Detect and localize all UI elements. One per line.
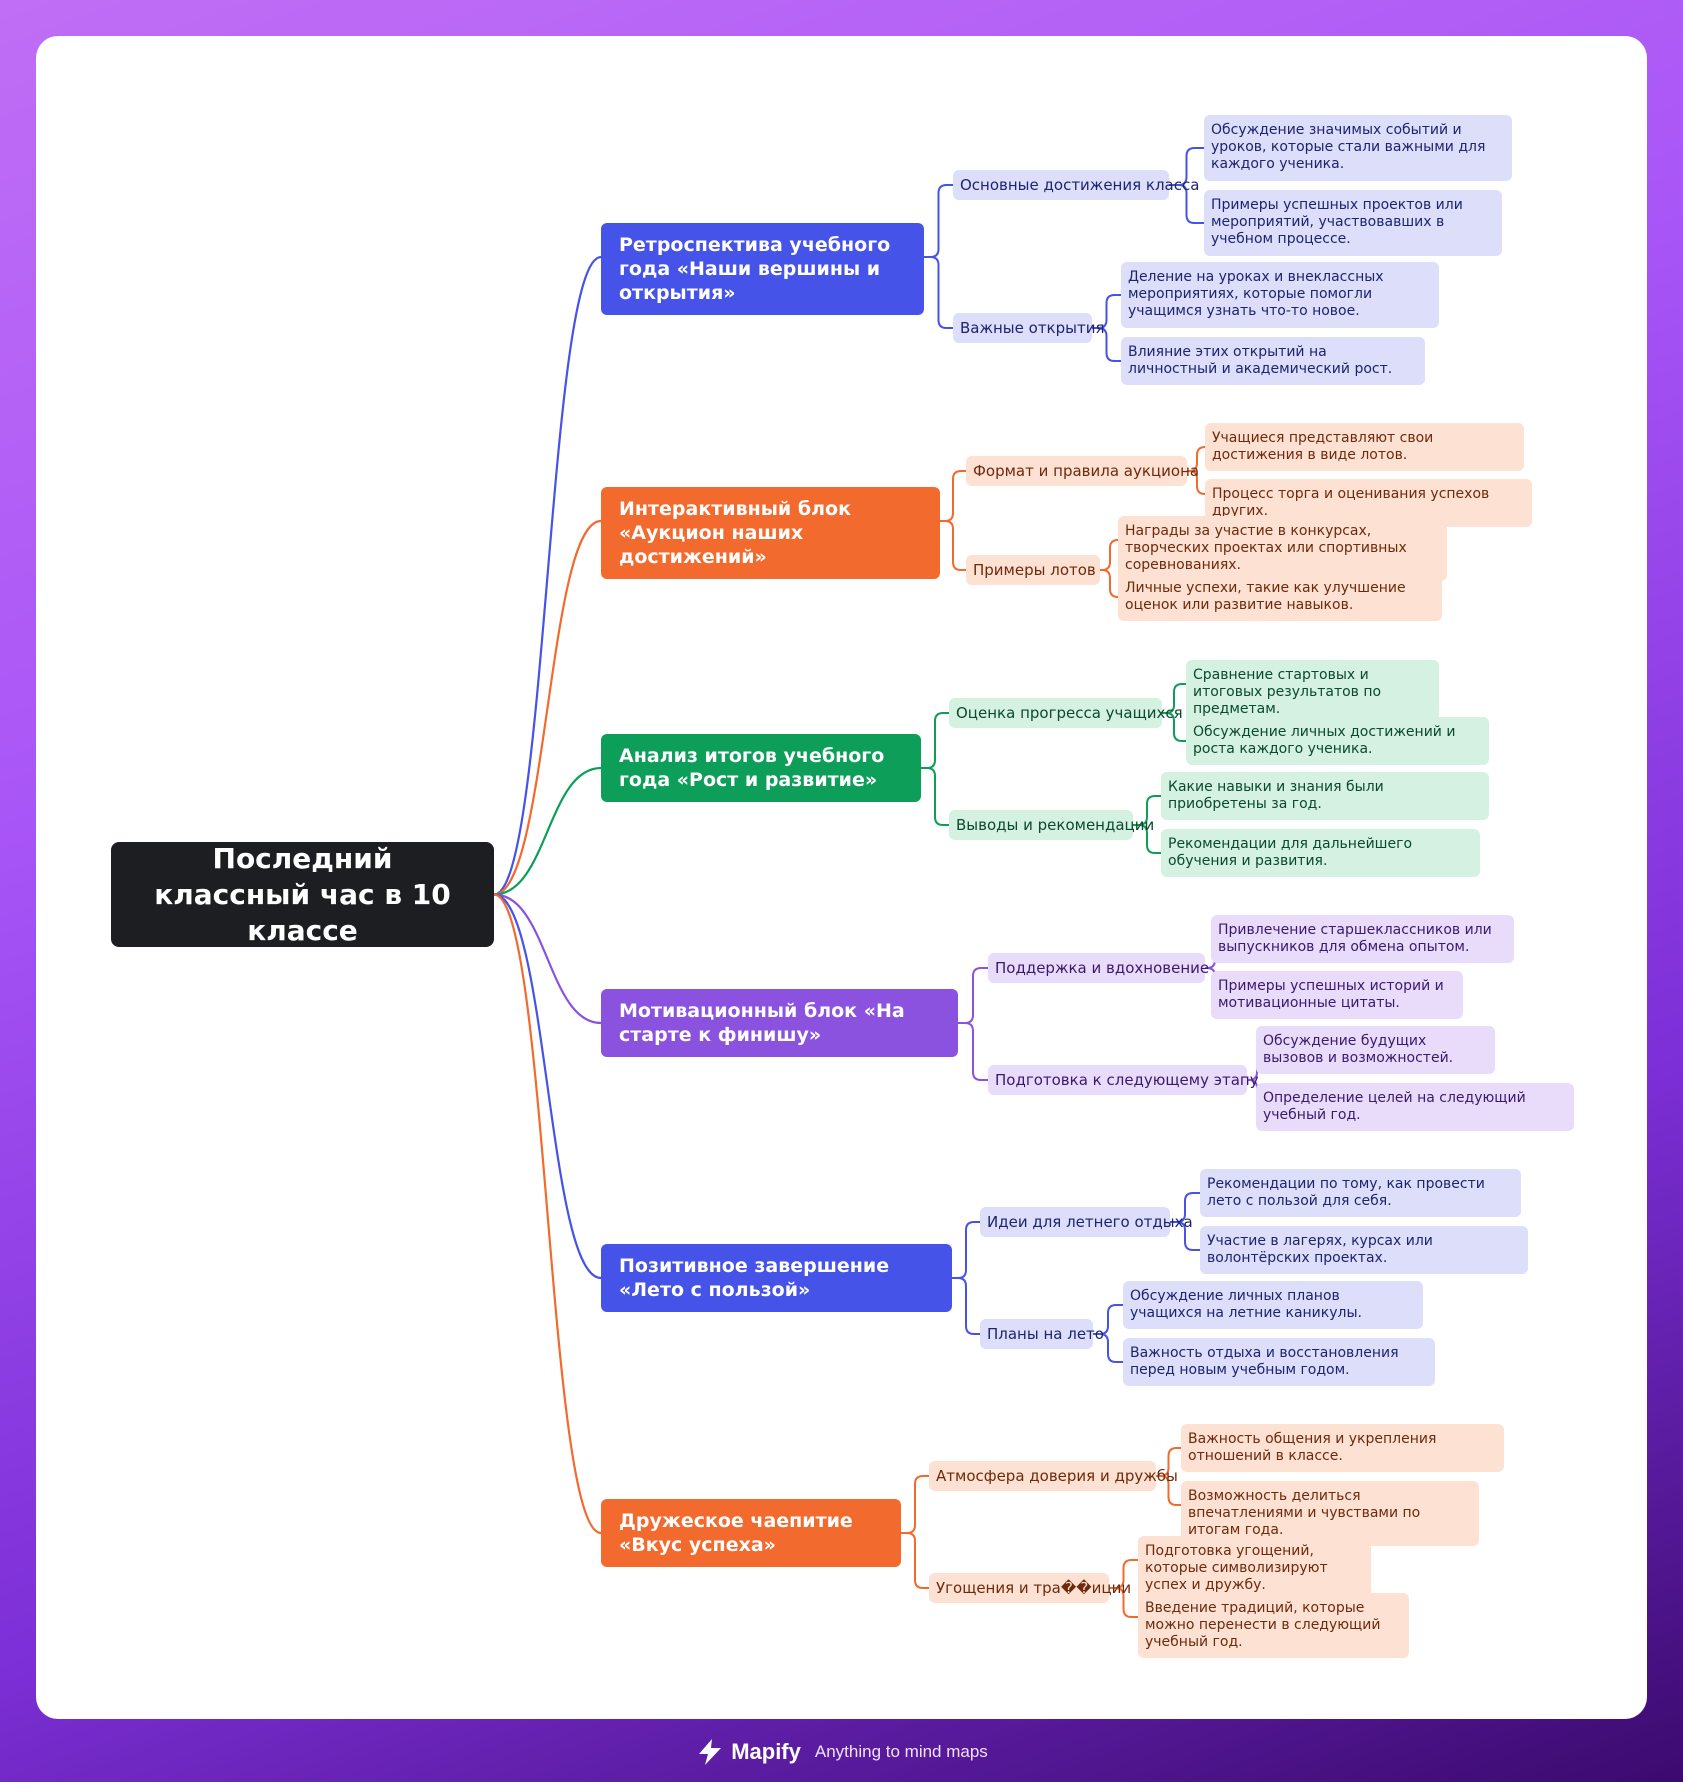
leaf-node[interactable]: Возможность делиться впечатлениями и чув… [1181,1481,1479,1546]
subtopic-connector [958,967,988,1024]
leaf-node[interactable]: Примеры успешных историй и мотивационные… [1211,971,1463,1019]
subtopic-connector [921,767,949,826]
leaf-node[interactable]: Деление на уроках и внеклассных мероприя… [1121,262,1439,328]
subtopic-node[interactable]: Подготовка к следующему этапу [988,1065,1259,1095]
leaf-node[interactable]: Введение традиций, которые можно перенес… [1138,1593,1409,1658]
subtopic-connector [940,470,966,522]
leaf-node[interactable]: Личные успехи, такие как улучшение оцено… [1118,573,1442,621]
subtopic-connector [901,1475,929,1534]
leaf-node[interactable]: Обсуждение личных планов учащихся на лет… [1123,1281,1423,1329]
leaf-connector [1100,539,1119,571]
leaf-node[interactable]: Обсуждение личных достижений и роста каж… [1186,717,1489,765]
subtopic-node[interactable]: Выводы и рекомендации [949,810,1154,840]
brand-tagline: Anything to mind maps [814,1742,988,1761]
subtopic-connector [921,712,949,769]
subtopic-connector [924,184,953,258]
subtopic-node[interactable]: Примеры лотов [966,555,1100,585]
subtopic-node[interactable]: Идеи для летнего отдыха [980,1207,1193,1237]
leaf-connector [1162,712,1186,742]
leaf-node[interactable]: Обсуждение значимых событий и уроков, ко… [1204,115,1512,181]
branch-connector [493,893,602,1025]
subtopic-connector [952,1277,980,1335]
leaf-node[interactable]: Определение целей на следующий учебный г… [1256,1083,1574,1131]
lightning-icon [699,1739,722,1765]
leaf-node[interactable]: Сравнение стартовых и итоговых результат… [1186,660,1439,725]
leaf-connector [1156,1475,1181,1506]
leaf-node[interactable]: Важность общения и укрепления отношений … [1181,1424,1504,1472]
leaf-connector [1169,184,1204,224]
branch-connector [493,519,602,896]
subtopic-node[interactable]: Основные достижения класса [953,170,1199,200]
leaf-node[interactable]: Рекомендации по тому, как провести лето … [1200,1169,1521,1217]
branch-node[interactable]: Интерактивный блок «Аукцион наших достиж… [601,487,940,579]
footer: Mapify Anything to mind maps [0,1736,1683,1768]
branch-node[interactable]: Дружеское чаепитие «Вкус успеха» [601,1499,901,1567]
leaf-connector [1133,824,1161,854]
subtopic-connector [924,256,953,329]
brand-logo[interactable]: Mapify [695,1737,801,1767]
branch-connector [493,255,602,896]
branch-connector [493,893,602,1535]
branch-node[interactable]: Анализ итогов учебного года «Рост и разв… [601,734,921,802]
branch-node[interactable]: Мотивационный блок «На старте к финишу» [601,989,958,1057]
leaf-connector [1187,470,1206,495]
branch-node[interactable]: Ретроспектива учебного года «Наши вершин… [601,223,924,315]
leaf-connector [1092,327,1121,362]
subtopic-node[interactable]: Угощения и тра��иции [929,1573,1131,1603]
subtopic-node[interactable]: Атмосфера доверия и дружбы [929,1461,1178,1491]
leaf-node[interactable]: Подготовка угощений, которые символизиру… [1138,1536,1371,1601]
leaf-connector [1093,1333,1123,1363]
leaf-node[interactable]: Какие навыки и знания были приобретены з… [1161,772,1489,820]
leaf-node[interactable]: Рекомендации для дальнейшего обучения и … [1161,829,1480,877]
leaf-node[interactable]: Влияние этих открытий на личностный и ак… [1121,337,1425,385]
subtopic-node[interactable]: Формат и правила аукциона [966,456,1199,486]
mind-map-canvas: Последний классный час в 10 классе Ретро… [36,36,1647,1719]
connector-lines [493,147,1266,1618]
leaf-node[interactable]: Учащиеся представляют свои достижения в … [1205,423,1524,471]
leaf-node[interactable]: Важность отдыха и восстановления перед н… [1123,1338,1435,1386]
branch-connector [493,893,602,1280]
subtopic-connector [952,1221,980,1279]
leaf-node[interactable]: Награды за участие в конкурсах, творческ… [1118,516,1447,581]
subtopic-connector [940,520,966,571]
brand-name: Mapify [731,1739,801,1764]
leaf-node[interactable]: Примеры успешных проектов или мероприяти… [1204,190,1502,256]
subtopic-connector [958,1022,988,1081]
leaf-node[interactable]: Обсуждение будущих вызовов и возможносте… [1256,1026,1495,1074]
leaf-connector [1100,569,1119,598]
branch-connector [493,766,602,896]
branch-node[interactable]: Позитивное завершение «Лето с пользой» [601,1244,952,1312]
subtopic-connector [901,1532,929,1589]
subtopic-node[interactable]: Поддержка и вдохновение [988,953,1209,983]
leaf-node[interactable]: Привлечение старшеклассников или выпускн… [1211,915,1514,963]
subtopic-node[interactable]: Оценка прогресса учащихся [949,698,1183,728]
leaf-connector [1170,1221,1200,1251]
leaf-node[interactable]: Участие в лагерях, курсах или волонтёрск… [1200,1226,1528,1274]
subtopic-node[interactable]: Планы на лето [980,1319,1104,1349]
leaf-connector [1109,1587,1138,1618]
root-node[interactable]: Последний классный час в 10 классе [111,842,494,947]
subtopic-node[interactable]: Важные открытия [953,313,1105,343]
